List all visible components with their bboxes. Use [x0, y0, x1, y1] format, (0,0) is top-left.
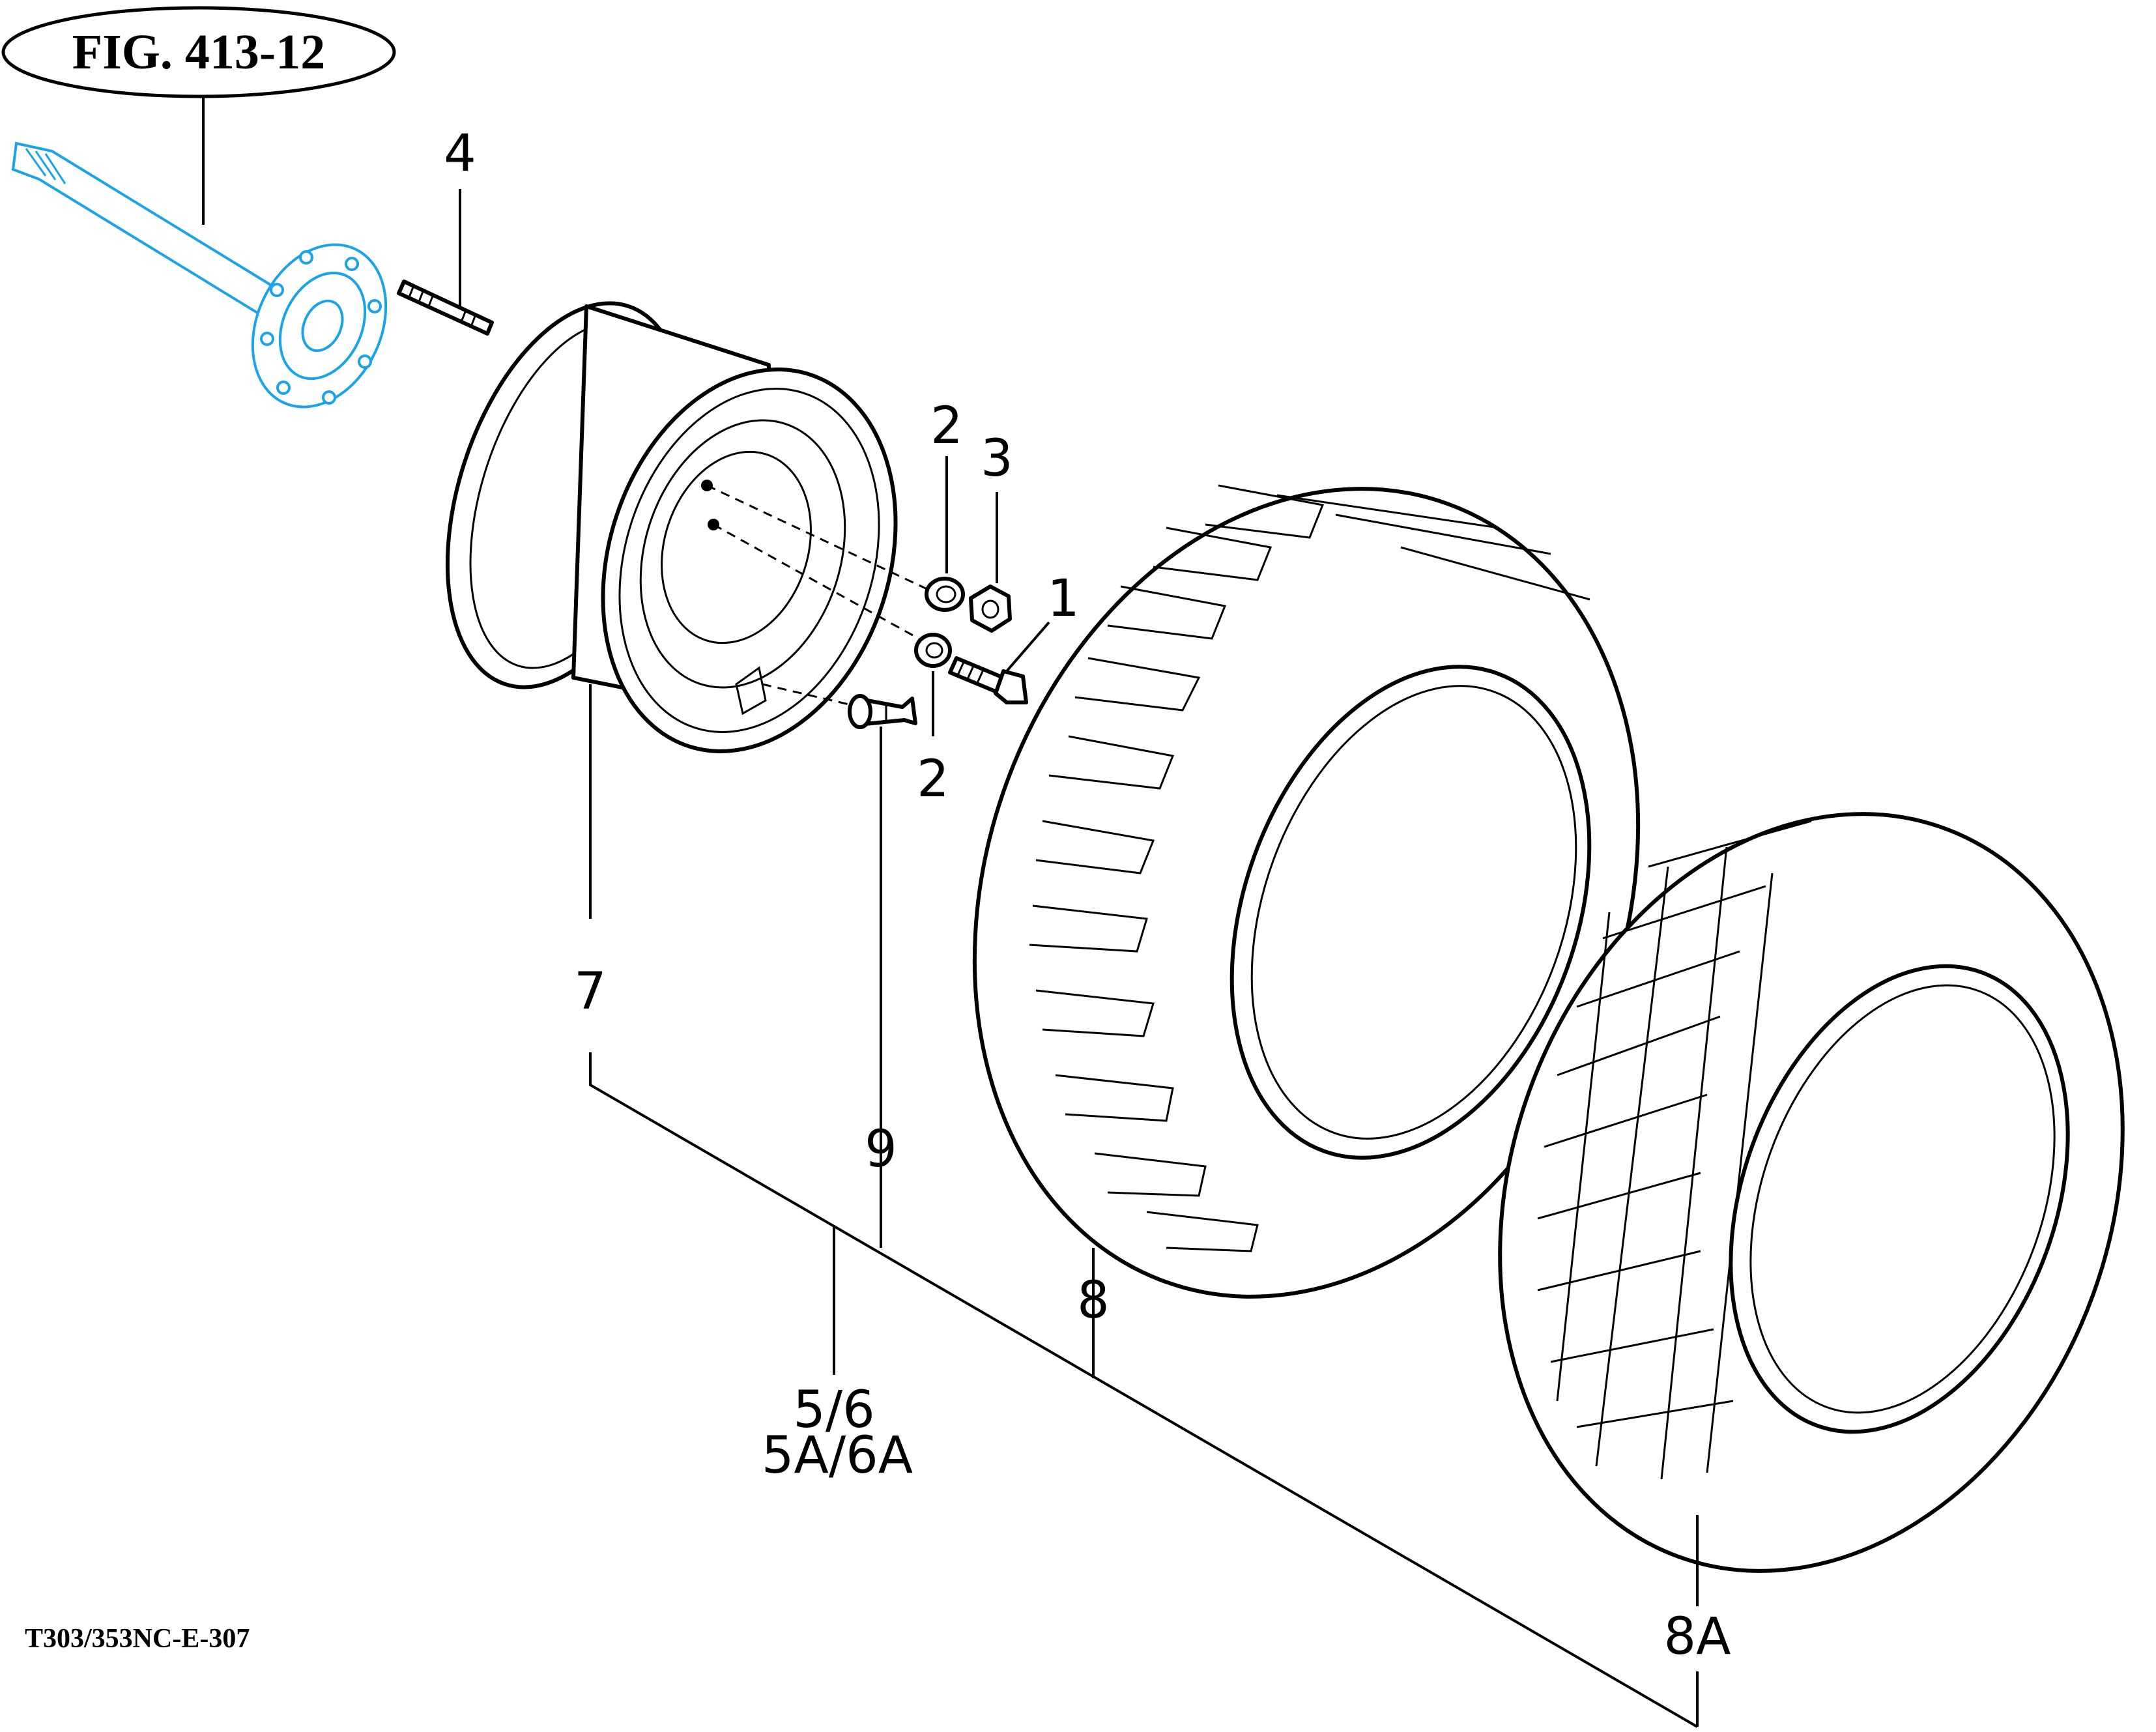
tire-industrial: [972, 484, 1641, 1299]
callout-8a[interactable]: 8A: [1664, 1608, 1731, 1666]
callout-1[interactable]: 1: [1047, 570, 1080, 628]
assembly-line-valve: [762, 683, 861, 708]
washer-lower: [914, 633, 952, 668]
callout-5a-6a[interactable]: 5A/6A: [762, 1426, 913, 1485]
figure-reference-badge[interactable]: FIG. 413-12: [1, 6, 396, 98]
figure-label: FIG. 413-12: [72, 25, 325, 79]
callout-9[interactable]: 9: [865, 1120, 897, 1179]
assembly-line-upper: [706, 484, 929, 591]
callout-8[interactable]: 8: [1077, 1271, 1110, 1330]
document-code: T303/353NC-E-307: [25, 1624, 250, 1654]
callout-7[interactable]: 7: [574, 962, 607, 1021]
callout-4[interactable]: 4: [444, 124, 476, 183]
tire-turf: [1498, 812, 2125, 1573]
callout-3[interactable]: 3: [981, 429, 1013, 488]
tire-valve: [848, 694, 917, 729]
wheel-bolt: [948, 656, 1028, 704]
wheel-stud: [397, 280, 494, 336]
callout-5-6[interactable]: 5/6: [793, 1381, 875, 1439]
leader-1: [1005, 621, 1050, 672]
callout-2-lower[interactable]: 2: [917, 750, 949, 809]
hex-nut: [969, 585, 1012, 633]
kit-bracket-line: [589, 1052, 1699, 1728]
washer-upper: [925, 577, 965, 612]
assembly-line-lower: [713, 523, 919, 640]
axle-shaft: [11, 141, 388, 409]
callout-2-upper[interactable]: 2: [930, 397, 963, 455]
wheel-rim: [445, 301, 898, 753]
